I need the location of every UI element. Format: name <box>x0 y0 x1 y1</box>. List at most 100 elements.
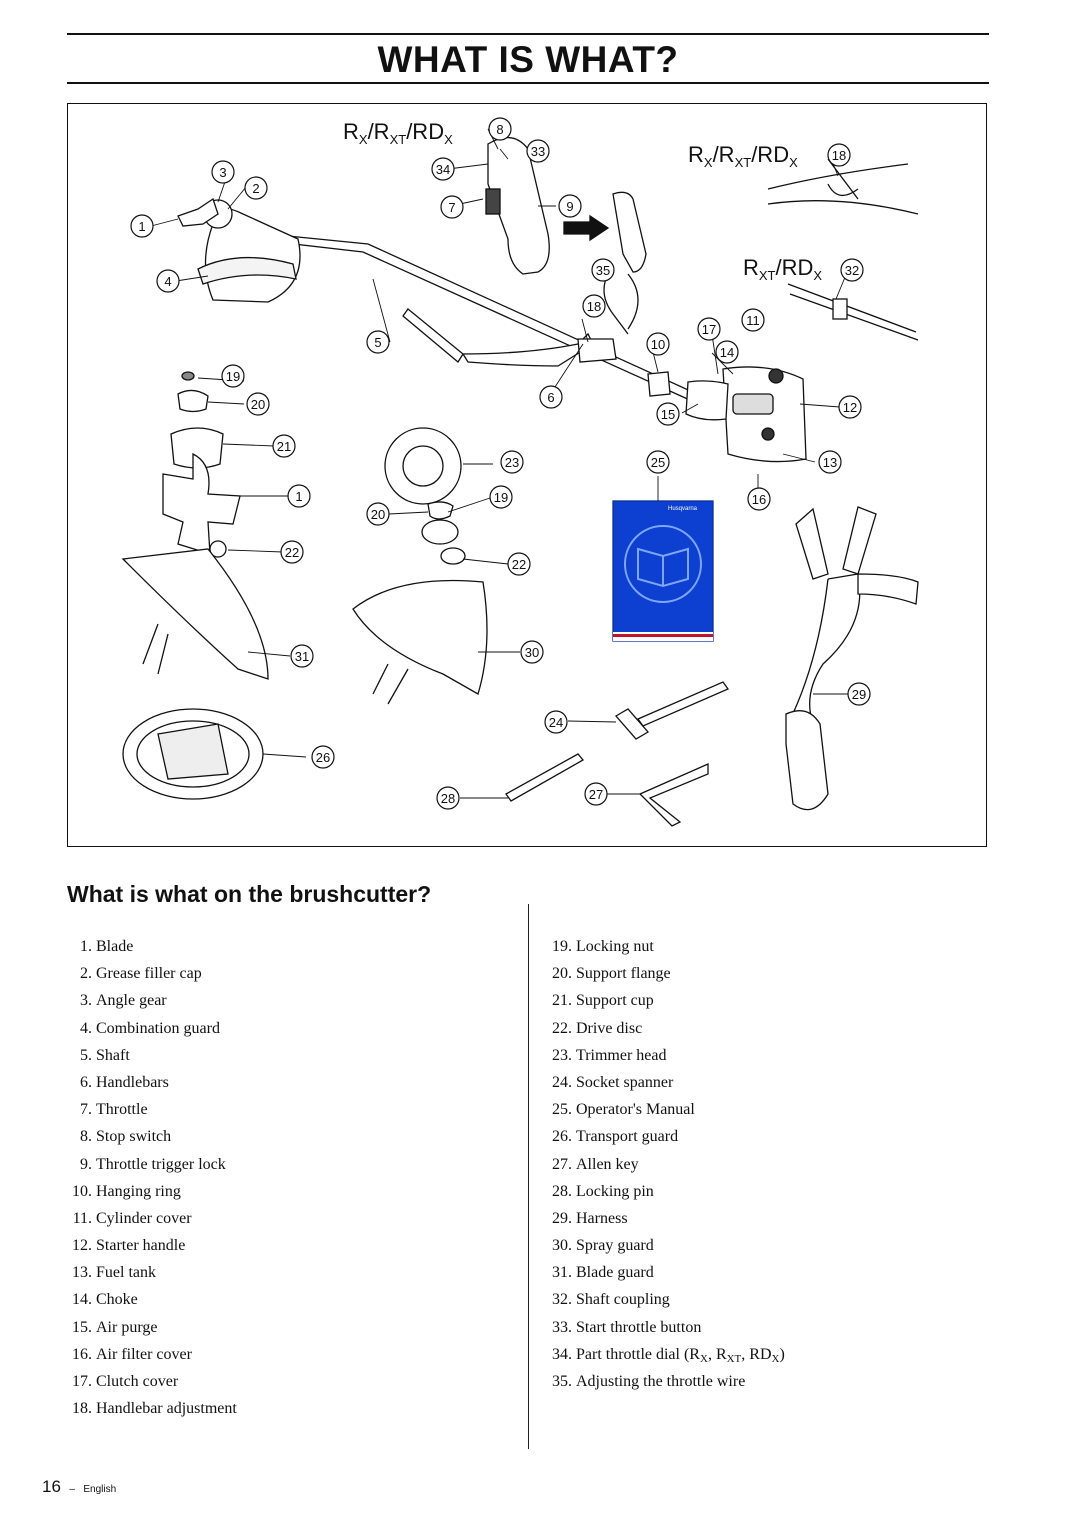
part-label: Blade guard <box>576 1264 654 1282</box>
part-number: 4. <box>80 1019 92 1037</box>
part-number: 7. <box>80 1101 92 1119</box>
parts-list-item: 22.Drive disc <box>546 1019 986 1046</box>
callout-18: 18 <box>587 299 601 314</box>
part-number: 32. <box>552 1291 572 1309</box>
callout-17: 17 <box>702 322 716 337</box>
parts-list-item: 25.Operator's Manual <box>546 1100 986 1127</box>
callout-25: 25 <box>651 455 665 470</box>
parts-list-item: 1.Blade <box>66 937 506 964</box>
part-label: Hanging ring <box>96 1182 181 1200</box>
trimmer-head-illustration <box>352 427 488 705</box>
callout-1: 1 <box>138 219 145 234</box>
harness-illustration <box>785 506 919 811</box>
part-number: 17. <box>72 1373 92 1390</box>
callout-28: 28 <box>441 791 455 806</box>
callout-27: 27 <box>589 787 603 802</box>
part-number: 6. <box>80 1073 92 1091</box>
parts-list-item: 7.Throttle <box>66 1100 506 1127</box>
callout-22: 22 <box>285 545 299 560</box>
part-label-text: ) <box>779 1345 785 1363</box>
callout-31: 31 <box>295 649 309 664</box>
top-rule <box>67 33 989 35</box>
callout-15: 15 <box>661 407 675 422</box>
operators-manual-illustration: Husqvarna <box>612 500 714 642</box>
parts-list-item: 3.Angle gear <box>66 991 506 1018</box>
parts-list-item: 30.Spray guard <box>546 1236 986 1263</box>
part-number: 16. <box>72 1345 92 1363</box>
part-label: Clutch cover <box>96 1373 179 1390</box>
page-number: 16 <box>42 1477 61 1496</box>
part-label: Grease filler cap <box>96 965 202 983</box>
part-number: 8. <box>80 1128 92 1146</box>
callout-29: 29 <box>852 687 866 702</box>
callout-34: 34 <box>436 162 450 177</box>
callout-18-top: 18 <box>832 148 846 163</box>
callout-13: 13 <box>823 455 837 470</box>
part-label: Stop switch <box>96 1128 172 1146</box>
parts-list-item: 13.Fuel tank <box>66 1263 506 1290</box>
throttle-handle-illustration <box>485 137 647 275</box>
callout-33: 33 <box>531 144 545 159</box>
part-number: 35. <box>552 1373 572 1390</box>
part-number: 21. <box>552 992 572 1010</box>
part-number: 22. <box>552 1019 572 1037</box>
callout-24: 24 <box>549 715 563 730</box>
part-number: 14. <box>72 1291 92 1309</box>
parts-list-item: 9.Throttle trigger lock <box>66 1155 506 1182</box>
part-number: 11. <box>72 1209 92 1227</box>
callout-3: 3 <box>219 165 226 180</box>
callout-30: 30 <box>525 645 539 660</box>
page-title: WHAT IS WHAT? <box>377 39 679 80</box>
parts-list-item: 29.Harness <box>546 1209 986 1236</box>
parts-list-item: 8.Stop switch <box>66 1127 506 1154</box>
parts-list-item: 19.Locking nut <box>546 937 986 964</box>
model-label-main: RX/RXT/RDX <box>343 119 453 147</box>
callout-21: 21 <box>277 439 291 454</box>
part-number: 30. <box>552 1237 572 1255</box>
part-number: 26. <box>552 1128 572 1146</box>
part-number: 19. <box>552 938 572 955</box>
parts-list-item: 27.Allen key <box>546 1155 986 1182</box>
part-label: Throttle <box>96 1101 148 1119</box>
part-label: Handlebars <box>96 1073 169 1091</box>
callout-35: 35 <box>596 263 610 278</box>
callout-23: 23 <box>505 455 519 470</box>
part-number: 2. <box>80 965 92 983</box>
callout-11: 11 <box>746 313 760 328</box>
parts-list-item: 12.Starter handle <box>66 1236 506 1263</box>
part-label-subscript: X <box>699 1352 708 1365</box>
part-number: 23. <box>552 1046 572 1064</box>
parts-list-item: 32.Shaft coupling <box>546 1290 986 1317</box>
part-label: Choke <box>96 1291 138 1309</box>
model-label-handle: RX/RXT/RDX <box>688 142 798 170</box>
part-label: Shaft <box>96 1046 130 1064</box>
part-label: Combination guard <box>96 1019 220 1037</box>
callout-22-trimmer: 22 <box>512 557 526 572</box>
part-number: 10. <box>72 1182 92 1200</box>
parts-list-item: 10.Hanging ring <box>66 1182 506 1209</box>
part-number: 25. <box>552 1101 572 1119</box>
part-label: Locking pin <box>576 1182 654 1200</box>
footer-language: English <box>83 1484 117 1495</box>
parts-list-item: 18.Handlebar adjustment <box>66 1399 506 1426</box>
part-label: Adjusting the throttle wire <box>576 1373 746 1390</box>
part-label: Socket spanner <box>576 1073 674 1091</box>
callout-14: 14 <box>720 345 734 360</box>
part-label: Air purge <box>96 1318 158 1336</box>
part-label: Trimmer head <box>576 1046 667 1064</box>
part-label: Drive disc <box>576 1019 643 1037</box>
part-number: 33. <box>552 1318 572 1336</box>
callout-16: 16 <box>752 492 766 507</box>
part-label: Air filter cover <box>96 1345 192 1363</box>
parts-list-item: 34.Part throttle dial (RX, RXT, RDX) <box>546 1345 986 1372</box>
page-footer: 16 – English <box>42 1477 116 1497</box>
part-label-text: Part throttle dial (R <box>576 1345 700 1363</box>
part-label: Support flange <box>576 965 671 983</box>
callout-19: 19 <box>226 369 240 384</box>
footer-separator: – <box>69 1484 75 1495</box>
part-label: Locking nut <box>576 938 654 955</box>
callout-4: 4 <box>164 274 171 289</box>
parts-list-item: 16.Air filter cover <box>66 1345 506 1372</box>
